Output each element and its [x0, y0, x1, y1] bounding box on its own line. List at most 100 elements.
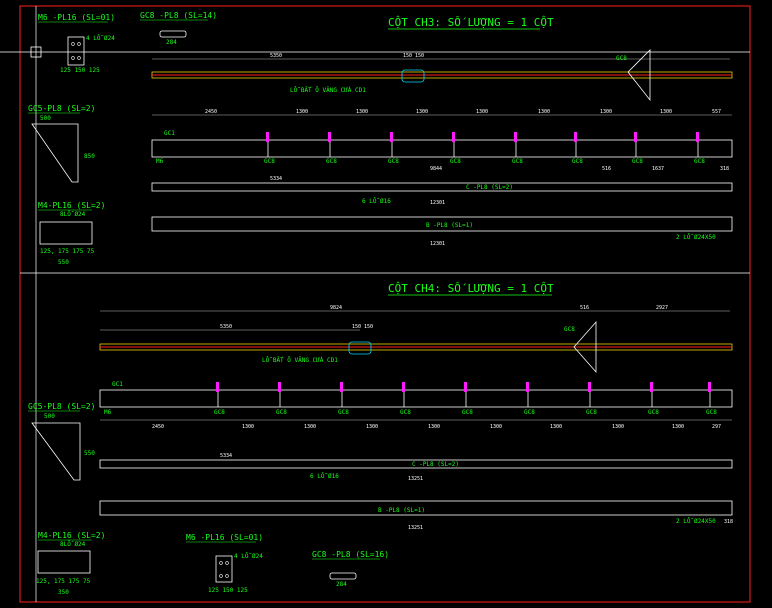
bottom-dim-5334: 5334	[220, 453, 232, 459]
bottom-m4-plate	[37, 550, 91, 574]
bottom-dim-value: 1300	[428, 424, 440, 430]
top-m4-dim-total: 550	[58, 259, 69, 266]
bottom-beam-b	[99, 500, 733, 516]
top-dim-5350: 5350	[270, 53, 282, 59]
stiffener-tag: GC8	[694, 158, 705, 165]
top-dim-5334: 5334	[270, 176, 282, 182]
stiffener-marker	[266, 132, 269, 142]
bottom-dim-value: 297	[712, 424, 721, 430]
bottom-dim-value: 1300	[242, 424, 254, 430]
bottom-dim-value: 1300	[672, 424, 684, 430]
bottom-gc8-plate	[329, 572, 357, 580]
top-m4-holes-note: 8LỖ Ø24	[60, 211, 86, 218]
stiffener-tag: GC8	[264, 158, 275, 165]
top-gc5-gusset	[31, 123, 79, 183]
top-dim-150: 150 150	[403, 53, 424, 59]
bottom-m6-hole	[219, 574, 223, 578]
bottom-m6-dim-row: 125 150 125	[208, 587, 248, 594]
bottom-beam-hole-box	[348, 341, 372, 355]
top-gc5-label: GC5-PL8 (SL=2)	[28, 104, 95, 113]
bottom-dim-318: 318	[724, 519, 733, 525]
bottom-hole-note: LỖ BẮT Ô VĂNG CỬA CD1	[262, 357, 338, 364]
top-m6-tag: M6	[156, 158, 164, 165]
top-m6-plate	[67, 36, 85, 66]
bottom-m4-label: M4-PL16 (SL=2)	[38, 531, 105, 540]
bottom-dim-9824: 9824	[330, 305, 342, 311]
bottom-m6-label: M6 -PL16 (SL=01)	[186, 533, 263, 542]
stiffener-marker	[514, 132, 517, 142]
bottom-dim-5350: 5350	[220, 324, 232, 330]
stiffener-marker	[634, 132, 637, 142]
stiffener-tag: GC8	[462, 409, 473, 416]
top-dim-value: 1300	[356, 109, 368, 115]
top-dim-12301-a: 12301	[430, 200, 445, 206]
top-gc5-dim-height: 850	[84, 153, 95, 160]
bottom-c-label: C -PL8 (SL=2)	[412, 461, 459, 468]
stiffener-marker	[340, 382, 343, 392]
stiffener-tag: GC8	[338, 409, 349, 416]
bottom-gc1-tag: GC1	[112, 381, 123, 388]
top-m4-plate	[39, 221, 93, 245]
bottom-gc8-label: GC8 -PL8 (SL=16)	[312, 550, 389, 559]
bottom-gc5-label: GC5-PL8 (SL=2)	[28, 402, 95, 411]
bottom-dim-13251-a: 13251	[408, 476, 423, 482]
top-bolt-note: 6 LỖ Ø16	[362, 198, 391, 205]
top-bracket-tag: GC8	[616, 55, 627, 62]
top-dim-value: 1300	[296, 109, 308, 115]
top-gc5-dim-width: 500	[40, 115, 51, 122]
stiffener-marker	[390, 132, 393, 142]
top-dim-12301-b: 12301	[430, 241, 445, 247]
top-dim-1637: 1637	[652, 166, 664, 172]
top-b-label: B -PL8 (SL=1)	[426, 222, 473, 229]
stiffener-marker	[216, 382, 219, 392]
cursor-pickbox[interactable]	[30, 46, 42, 58]
top-hole-end-note: 2 LỖ Ø24X50	[676, 234, 716, 241]
bottom-title: CỘT CH4: SỐ LƯỢNG = 1 CỘT	[388, 282, 554, 295]
top-gc1-tag: GC1	[164, 130, 175, 137]
top-dim-value: 557	[712, 109, 721, 115]
drawing-frame	[19, 5, 751, 603]
bottom-bracket	[573, 320, 597, 374]
bottom-dim-value: 1300	[550, 424, 562, 430]
top-dim-value: 1300	[660, 109, 672, 115]
bottom-dim-13251-b: 13251	[408, 525, 423, 531]
top-dim-516: 516	[602, 166, 611, 172]
top-dim-value: 1300	[538, 109, 550, 115]
bottom-m6-hole	[225, 561, 229, 565]
bottom-dim-value: 2450	[152, 424, 164, 430]
stiffener-marker	[650, 382, 653, 392]
bottom-dim-150: 150 150	[352, 324, 373, 330]
bottom-gc5-gusset	[31, 422, 81, 481]
top-m4-label: M4-PL16 (SL=2)	[38, 201, 105, 210]
bottom-b-label: B -PL8 (SL=1)	[378, 507, 425, 514]
top-bracket	[627, 49, 651, 102]
top-dim-9844: 9844	[430, 166, 442, 172]
bottom-gc8-dim: 284	[336, 581, 347, 588]
stiffener-tag: GC8	[586, 409, 597, 416]
top-m6-hole	[71, 42, 75, 46]
top-m6-hole	[77, 42, 81, 46]
stiffener-tag: GC8	[214, 409, 225, 416]
stiffener-tag: GC8	[450, 158, 461, 165]
top-m6-label: M6 -PL16 (SL=01)	[38, 13, 115, 22]
top-dim-value: 1300	[600, 109, 612, 115]
bottom-m4-dim-row: 125, 175 175 75	[36, 578, 91, 585]
stiffener-marker	[402, 382, 405, 392]
stiffener-tag: GC8	[524, 409, 535, 416]
stiffener-tag: GC8	[512, 158, 523, 165]
bottom-m6-tag: M6	[104, 409, 112, 416]
stiffener-tag: GC8	[400, 409, 411, 416]
stiffener-marker	[328, 132, 331, 142]
stiffener-marker	[526, 382, 529, 392]
top-dim-value: 1300	[416, 109, 428, 115]
top-m6-hole	[71, 56, 75, 60]
top-beam-b	[151, 216, 733, 232]
top-gc8-plate	[159, 30, 187, 38]
stiffener-tag: GC8	[632, 158, 643, 165]
bottom-gc5-dim-width: 500	[44, 413, 55, 420]
top-m6-dim-row: 125 150 125	[60, 67, 100, 74]
